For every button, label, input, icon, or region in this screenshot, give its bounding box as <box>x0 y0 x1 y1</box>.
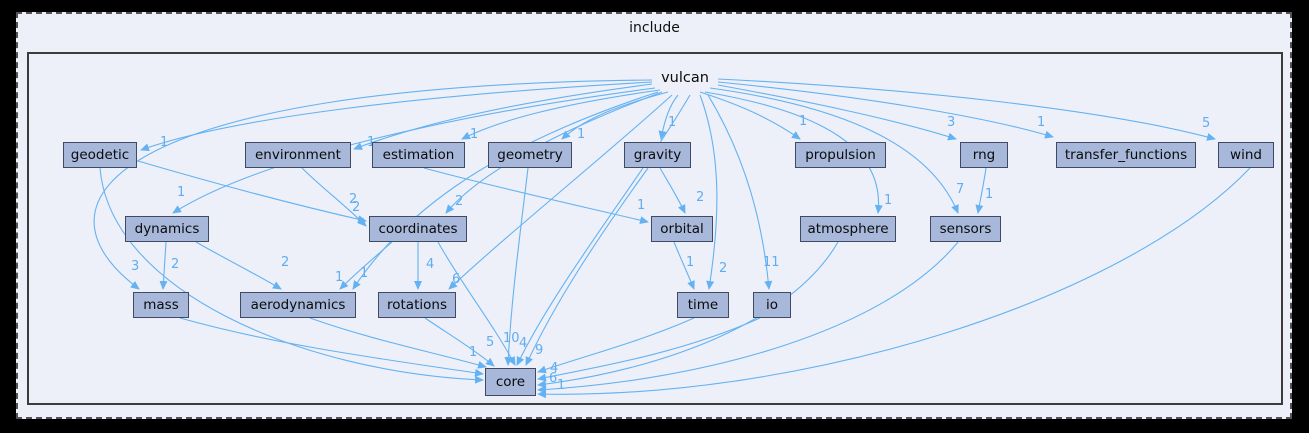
node-transfer_functions[interactable]: transfer_functions <box>1056 142 1196 168</box>
node-dynamics[interactable]: dynamics <box>125 216 209 242</box>
node-core[interactable]: core <box>485 368 536 396</box>
node-geometry[interactable]: geometry <box>488 142 572 168</box>
node-rotations[interactable]: rotations <box>378 292 456 318</box>
node-wind[interactable]: wind <box>1218 142 1274 168</box>
node-gravity[interactable]: gravity <box>624 142 691 168</box>
node-rng[interactable]: rng <box>960 142 1008 168</box>
node-vulcan[interactable]: vulcan <box>661 70 709 86</box>
node-aerodynamics[interactable]: aerodynamics <box>240 292 356 318</box>
node-propulsion[interactable]: propulsion <box>795 142 886 168</box>
node-geodetic[interactable]: geodetic <box>63 142 137 168</box>
node-mass[interactable]: mass <box>133 292 189 318</box>
node-sensors[interactable]: sensors <box>930 216 1001 242</box>
node-coordinates[interactable]: coordinates <box>369 216 467 242</box>
node-time[interactable]: time <box>677 292 729 318</box>
node-environment[interactable]: environment <box>245 142 351 168</box>
node-orbital[interactable]: orbital <box>651 216 713 242</box>
node-atmosphere[interactable]: atmosphere <box>800 216 896 242</box>
include-cluster-label: include <box>629 20 680 36</box>
node-estimation[interactable]: estimation <box>372 142 465 168</box>
node-io[interactable]: io <box>753 292 791 318</box>
